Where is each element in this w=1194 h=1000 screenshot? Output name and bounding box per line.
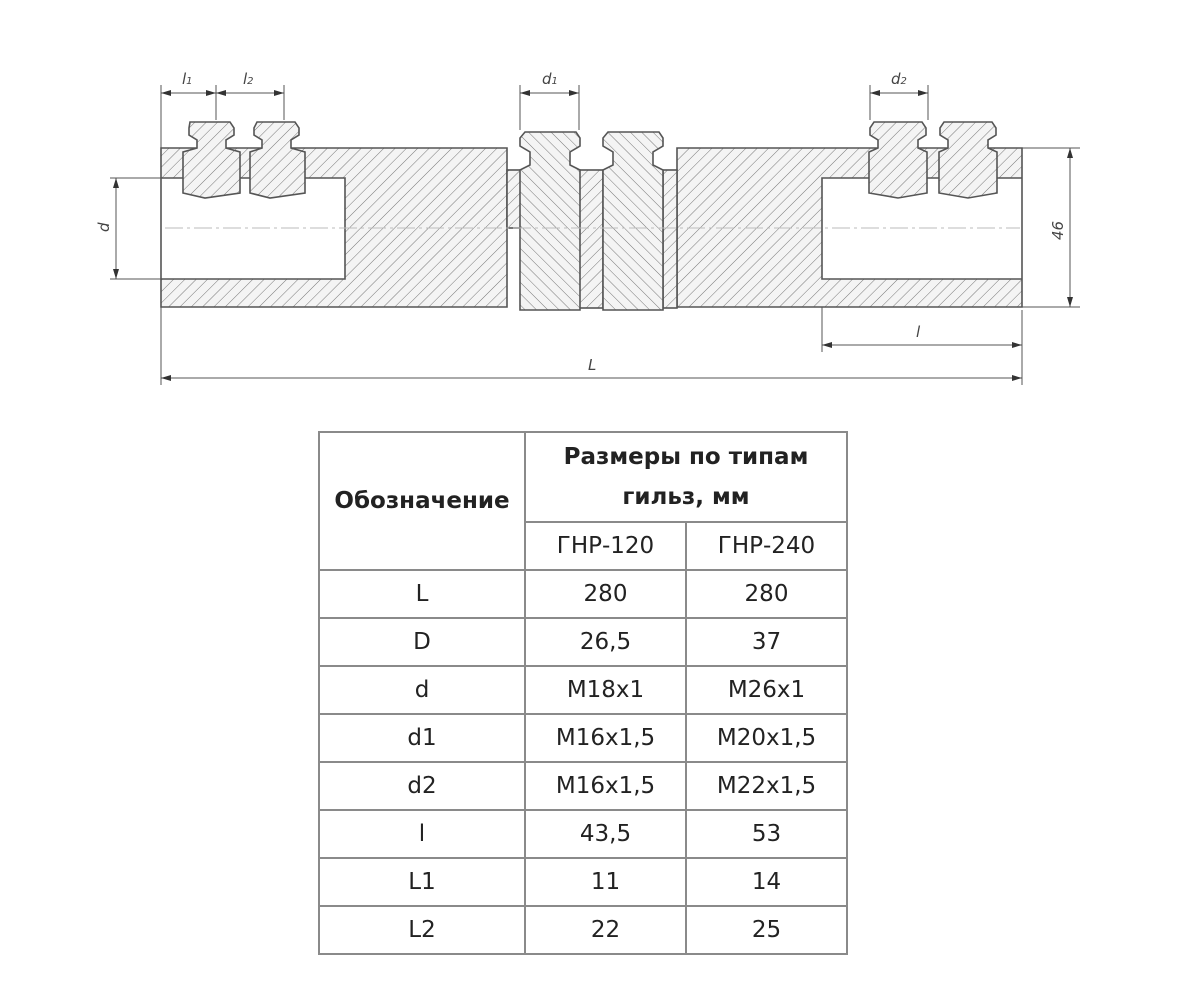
cell-gnr-240: М20х1,5 [685, 713, 848, 763]
row-designation: L [318, 569, 526, 619]
sleeve-drawing: l1 l2 d1 d2 d 46 l L [95, 70, 1080, 385]
row-designation: L1 [318, 857, 526, 907]
row-designation: l [318, 809, 526, 859]
row-designation: d1 [318, 713, 526, 763]
cell-gnr-120: 280 [524, 569, 687, 619]
row-designation: d [318, 665, 526, 715]
label-D: 46 [1049, 221, 1067, 240]
label-d1: d1 [542, 70, 558, 88]
label-l: l [916, 323, 921, 341]
cell-gnr-240: 25 [685, 905, 848, 955]
cell-gnr-240: 14 [685, 857, 848, 907]
middle-filler-center [578, 169, 604, 309]
row-designation: D [318, 617, 526, 667]
cell-gnr-240: М26х1 [685, 665, 848, 715]
cell-gnr-120: М18х1 [524, 665, 687, 715]
label-l2: l2 [243, 70, 254, 88]
label-d2: d2 [891, 70, 907, 88]
bolt-center [602, 131, 664, 311]
cell-gnr-120: 43,5 [524, 809, 687, 859]
cell-gnr-120: 26,5 [524, 617, 687, 667]
label-l1: l1 [182, 70, 193, 88]
cell-gnr-120: М16х1,5 [524, 761, 687, 811]
cell-gnr-240: 280 [685, 569, 848, 619]
row-designation: d2 [318, 761, 526, 811]
column-header: ГНР-240 [685, 521, 848, 571]
column-header: ГНР-120 [524, 521, 687, 571]
bolt-d1 [519, 131, 581, 311]
cell-gnr-240: М22х1,5 [685, 761, 848, 811]
middle-filler-left [506, 169, 522, 229]
cell-gnr-240: 53 [685, 809, 848, 859]
cell-gnr-240: 37 [685, 617, 848, 667]
cell-gnr-120: 11 [524, 857, 687, 907]
cell-gnr-120: 22 [524, 905, 687, 955]
dimensions-table: Обозначение Размеры по типам гильз, мм Г… [318, 431, 848, 955]
bolt-right [938, 121, 998, 199]
bolt-l1 [182, 121, 241, 199]
bolt-l2 [249, 121, 306, 199]
row-designation: L2 [318, 905, 526, 955]
header-designation: Обозначение [318, 431, 526, 571]
header-group: Размеры по типам гильз, мм [524, 431, 848, 523]
cell-gnr-120: М16х1,5 [524, 713, 687, 763]
bolt-d2 [868, 121, 928, 199]
label-L: L [588, 356, 596, 374]
label-d: d [95, 222, 113, 232]
middle-filler-right [662, 169, 678, 309]
